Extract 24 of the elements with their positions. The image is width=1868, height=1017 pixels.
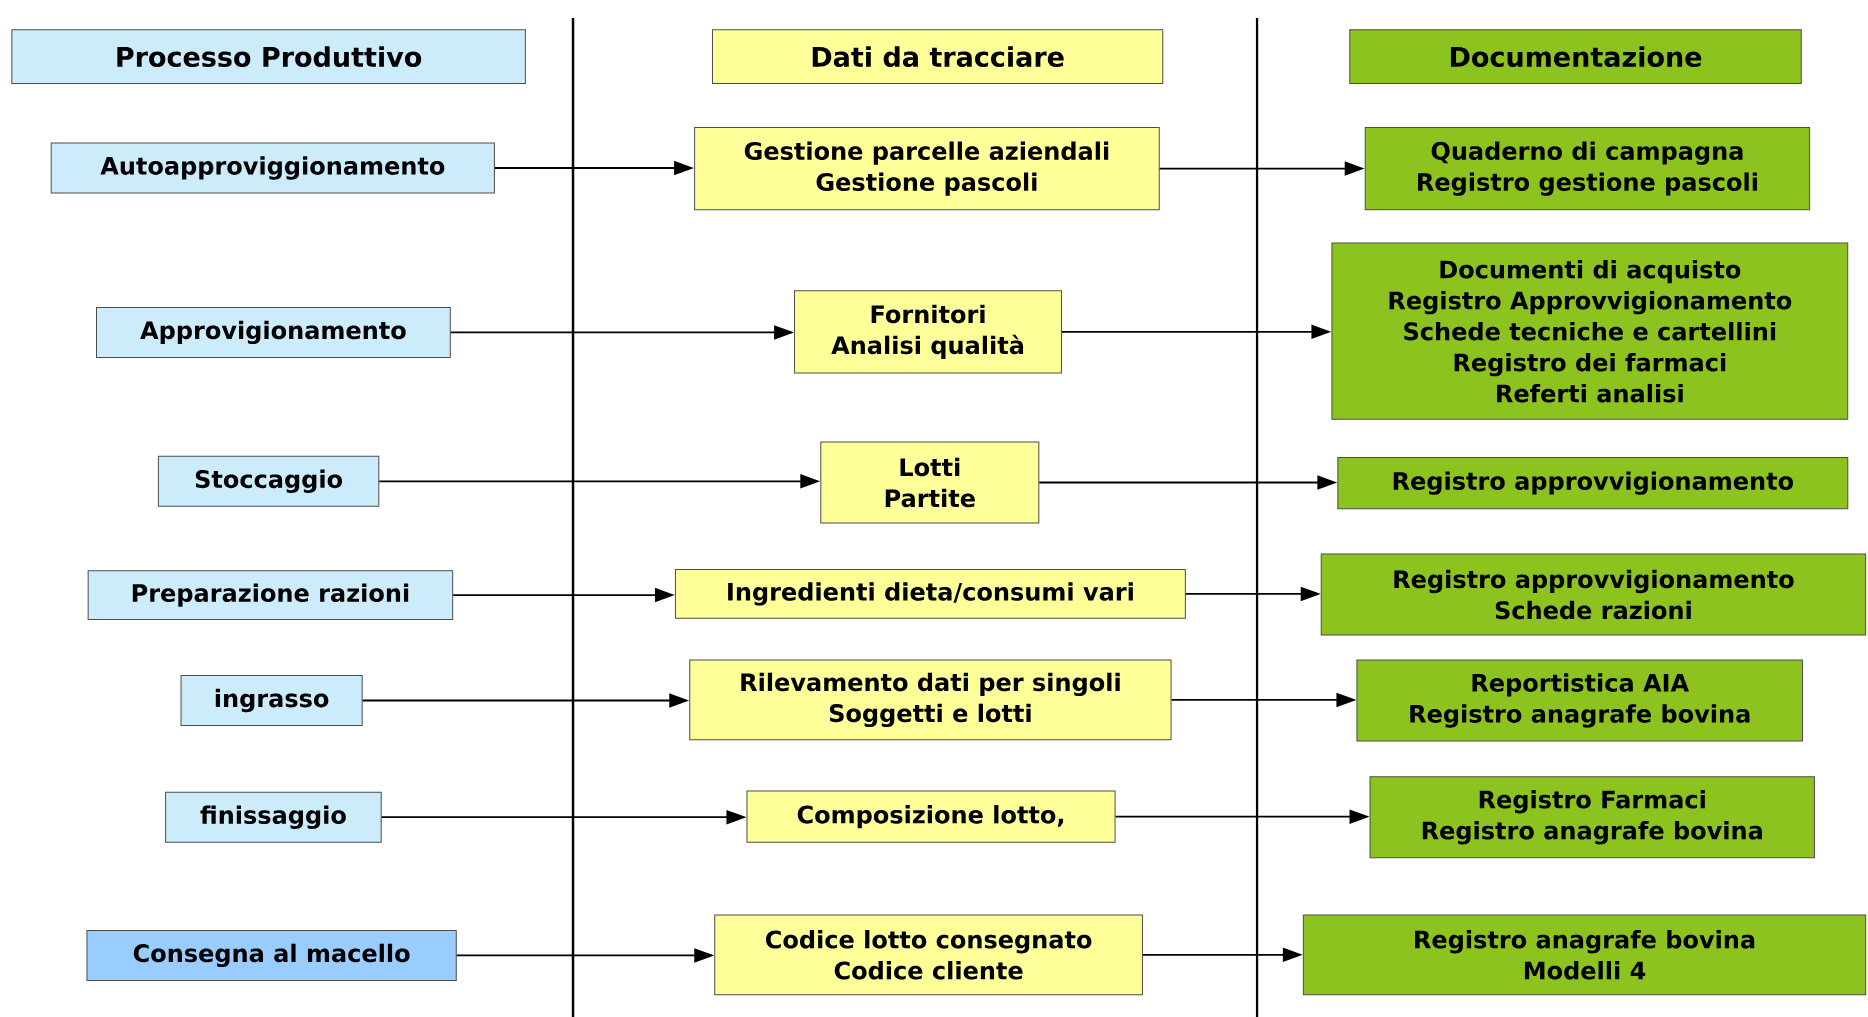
document-box: Reportistica AIA Registro anagrafe bovina [1356,659,1803,742]
process-box: Autoapproviggionamento [50,142,495,194]
document-box: Quaderno di campagna Registro gestione pascoli [1364,127,1811,211]
document-box: Registro approvvigionamento Schede razioni [1320,553,1867,636]
data-box: Rilevamento dati per singoli Soggetti e lotti [689,659,1172,741]
data-box: Fornitori Analisi qualità [794,290,1062,374]
process-box: Preparazione razioni [87,570,454,620]
process-box: Stoccaggio [157,455,380,507]
header-box: Dati da tracciare [711,29,1164,84]
data-box: Gestione parcelle aziendali Gestione pascoli [694,127,1160,211]
process-box: Approvigionamento [96,306,451,358]
document-box: Registro Farmaci Registro anagrafe bovina [1369,776,1815,859]
data-box: Composizione lotto, [746,790,1116,843]
document-box: Documenti di acquisto Registro Approvvigionamento Schede tecniche e cartellini Registro dei farmaci Referti analisi [1331,242,1849,420]
process-box: ingrasso [180,675,363,726]
data-box: Codice lotto consegnato Codice cliente [714,914,1143,996]
data-box: Ingredienti dieta/consumi vari [674,569,1186,619]
document-box: Registro anagrafe bovina Modelli 4 [1302,914,1867,996]
process-box: finissaggio [165,791,382,843]
header-box: Processo Produttivo [11,29,526,84]
data-box: Lotti Partite [820,441,1040,524]
document-box: Registro approvvigionamento [1337,457,1849,510]
header-box: Documentazione [1349,29,1802,84]
process-box: Consegna al macello [86,929,457,981]
